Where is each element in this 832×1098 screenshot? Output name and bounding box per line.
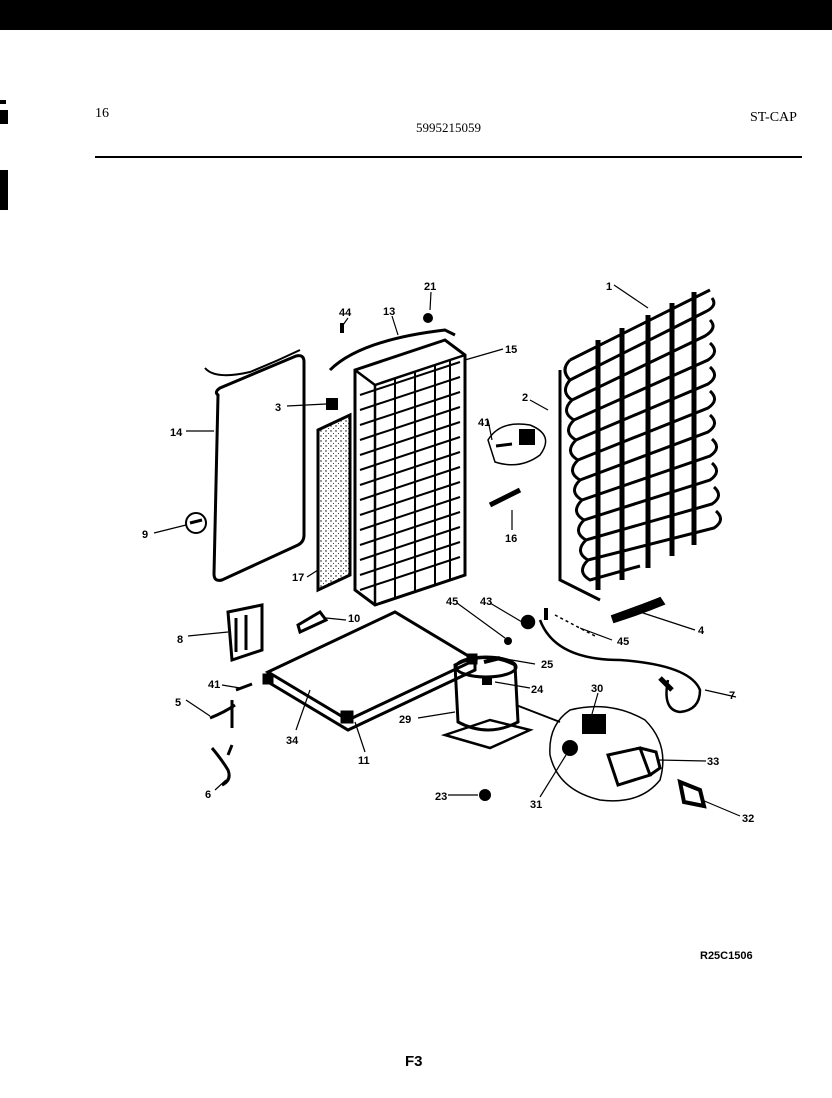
reference-code: R25C1506 — [700, 950, 753, 962]
label-9: 9 — [142, 529, 148, 541]
label-24: 24 — [531, 684, 544, 696]
page-identifier: F3 — [405, 1053, 423, 1070]
label-30: 30 — [591, 683, 603, 695]
header-left: 16 — [95, 106, 109, 121]
label-5: 5 — [175, 697, 181, 709]
label-8: 8 — [177, 634, 183, 646]
label-7: 7 — [729, 690, 735, 702]
label-11: 11 — [358, 755, 370, 767]
part-3-clip — [326, 398, 338, 410]
condenser-part-1 — [558, 288, 722, 602]
leader-lines — [153, 284, 741, 817]
header-rule — [95, 156, 802, 158]
label-17: 17 — [292, 572, 304, 584]
panel-part-14 — [185, 349, 306, 582]
label-1: 1 — [606, 281, 612, 293]
label-21: 21 — [424, 281, 436, 293]
label-2: 2 — [522, 392, 528, 404]
label-45a: 45 — [446, 596, 458, 608]
label-43: 43 — [480, 596, 492, 608]
label-6: 6 — [205, 789, 211, 801]
insulation-part-17 — [316, 412, 352, 593]
part-labels: 1 2 3 4 5 6 7 8 9 10 11 13 14 15 16 17 2… — [142, 281, 754, 825]
label-10: 10 — [348, 613, 360, 625]
left-edge-marks — [0, 100, 8, 210]
label-34: 34 — [286, 735, 299, 747]
header-part-number: 5995215059 — [416, 120, 481, 135]
label-15: 15 — [505, 344, 517, 356]
part-24-washer — [482, 678, 492, 685]
detail-part-2 — [487, 423, 547, 466]
relay-detail-parts-30-33 — [549, 705, 664, 802]
fittings-parts-5-6 — [209, 682, 253, 787]
label-33: 33 — [707, 756, 719, 768]
part-21-screw — [423, 313, 433, 323]
label-3: 3 — [275, 402, 281, 414]
label-14: 14 — [170, 427, 183, 439]
top-black-bar — [0, 0, 832, 30]
compressor-part-29 — [440, 655, 561, 750]
label-29: 29 — [399, 714, 411, 726]
label-44: 44 — [339, 307, 352, 319]
label-23: 23 — [435, 791, 447, 803]
part-16-drain — [488, 487, 522, 508]
label-25: 25 — [541, 659, 553, 671]
part-45-screw — [504, 637, 512, 645]
evaporator-part-15 — [328, 328, 467, 607]
label-4: 4 — [698, 625, 705, 637]
label-32: 32 — [742, 813, 754, 825]
label-31: 31 — [530, 799, 542, 811]
label-41b: 41 — [208, 679, 220, 691]
part-23-grommet — [479, 789, 491, 801]
label-41a: 41 — [478, 417, 490, 429]
label-45b: 45 — [617, 636, 629, 648]
label-16: 16 — [505, 533, 517, 545]
header-right: ST-CAP — [750, 110, 797, 125]
label-13: 13 — [383, 306, 395, 318]
part-32-clip — [677, 778, 707, 809]
part-10-clip — [296, 610, 329, 635]
part-25-screw — [483, 656, 501, 664]
part-4-tube — [610, 596, 666, 624]
tubing-part-7 — [520, 608, 702, 714]
bracket-part-8 — [226, 603, 264, 663]
base-plate-part-34 — [262, 610, 479, 732]
